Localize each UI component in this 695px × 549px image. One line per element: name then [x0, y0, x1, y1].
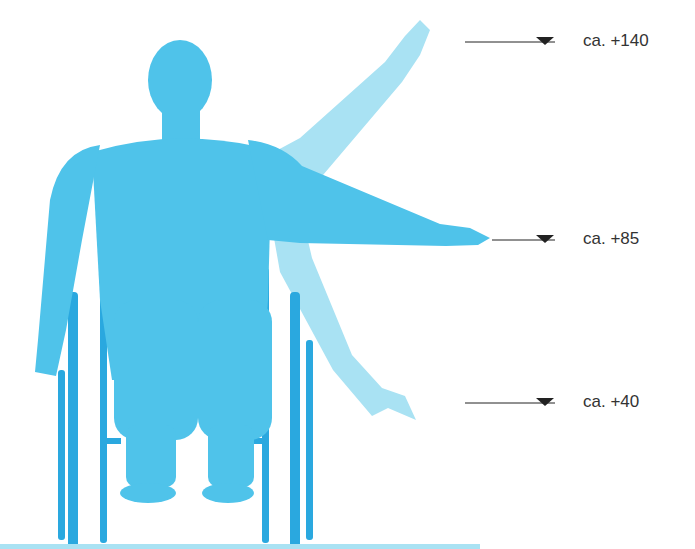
person-silhouette [35, 40, 490, 503]
height-arrow [536, 37, 554, 406]
height-marker [465, 42, 555, 403]
wheelchair [58, 268, 313, 549]
height-label: ca. +40 [583, 392, 639, 412]
height-label: ca. +140 [583, 31, 649, 51]
ground-line [0, 544, 480, 549]
height-label: ca. +85 [583, 229, 639, 249]
